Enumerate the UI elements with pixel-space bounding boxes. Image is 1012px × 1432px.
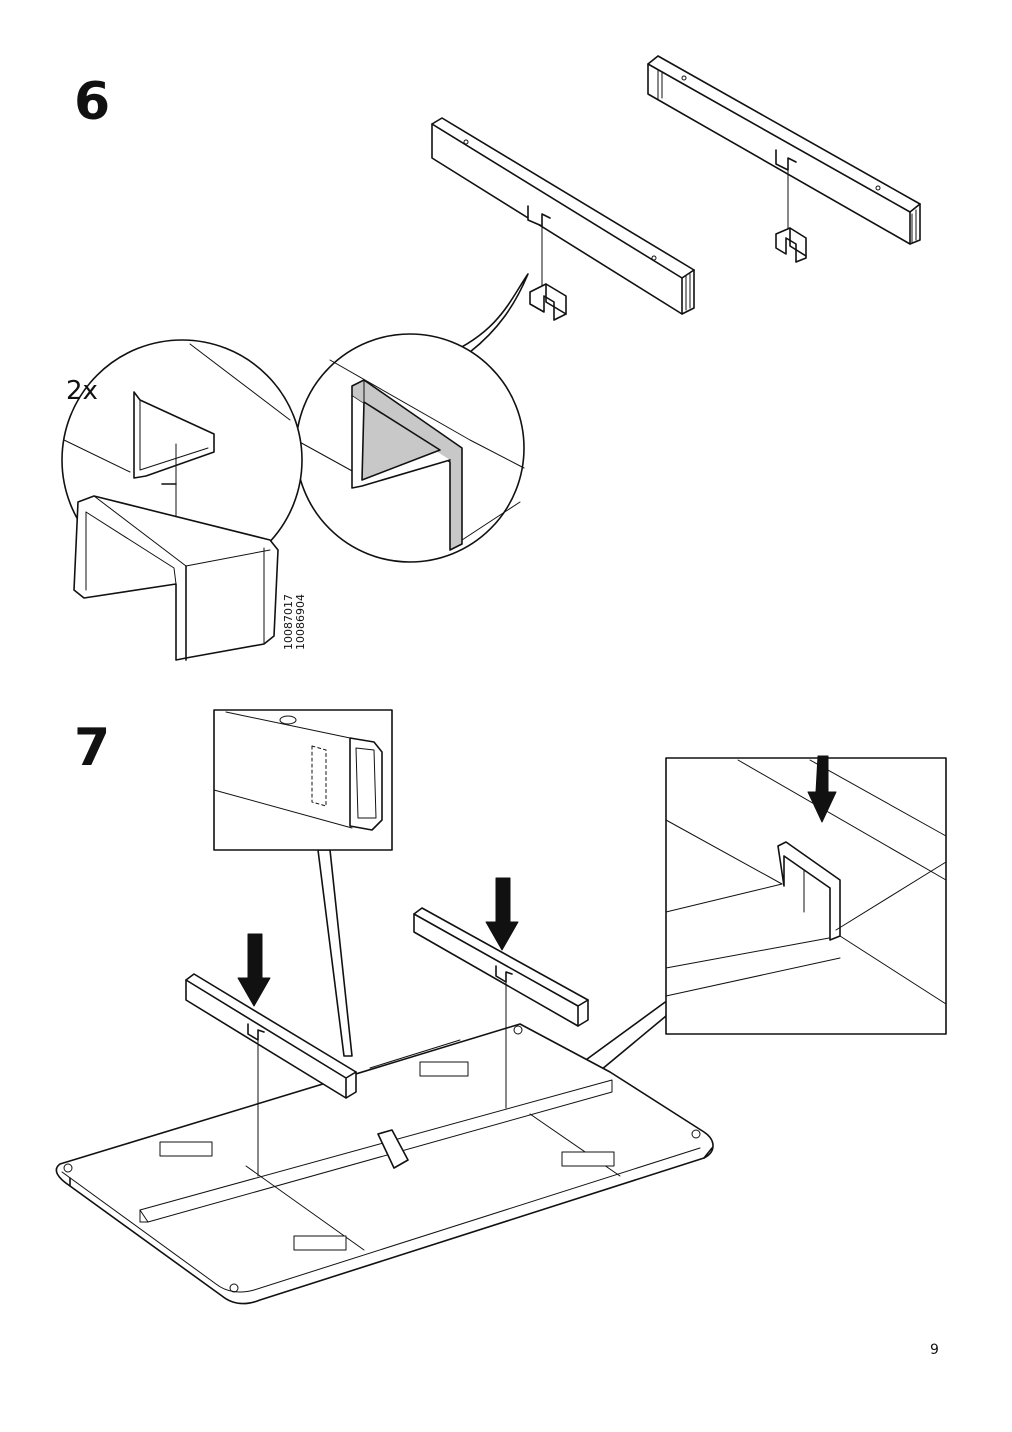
- part-number-2: 10086904: [294, 594, 307, 650]
- step7-left-rail: [185, 933, 357, 1177]
- detail-box-bracket-seat: [519, 755, 947, 1109]
- step-6-number: 6: [74, 72, 111, 132]
- page-number: 9: [930, 1342, 939, 1358]
- table-top: [55, 1023, 714, 1305]
- part-detail-circle: [61, 339, 303, 661]
- upper-right-rail: [647, 55, 921, 245]
- step-7-number: 7: [74, 718, 111, 778]
- quantity-label: 2x: [66, 376, 98, 406]
- detail-box-rail-end: [213, 709, 393, 1057]
- lower-left-rail: [431, 117, 695, 315]
- part-numbers: 10087017 10086904: [282, 594, 307, 658]
- zoom-detail-circle: [295, 273, 529, 563]
- lower-left-bracket: [529, 283, 567, 321]
- upper-right-bracket: [775, 227, 807, 263]
- step7-right-rail: [413, 877, 589, 1109]
